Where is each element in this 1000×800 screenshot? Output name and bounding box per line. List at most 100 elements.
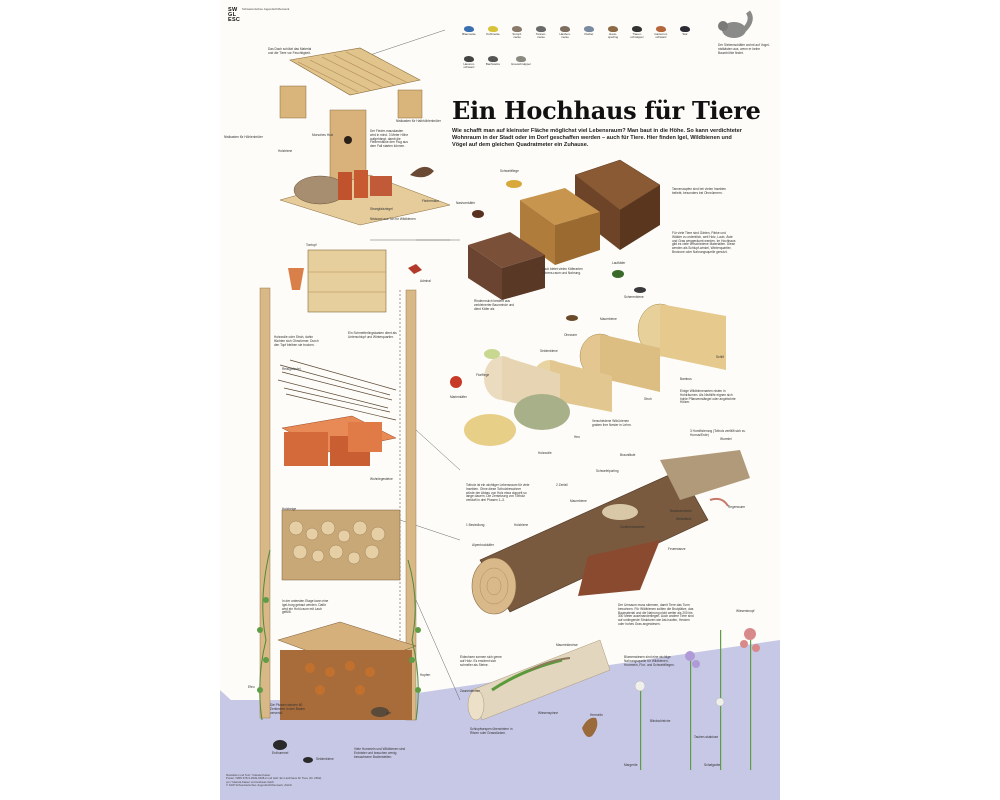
publisher-name: Schweizerisches Jugendschriftenwerk — [242, 7, 290, 11]
label-zunderschwamm: Zunderschwamm — [620, 525, 645, 529]
bird-label: Grauschnäpper — [511, 62, 531, 66]
label-erdhummel: Erdhummel — [272, 751, 289, 755]
bird-label: Tannen- meise — [535, 32, 547, 40]
label-efeu: Efeu — [248, 685, 255, 689]
label-weissfaeule: Weissfäule — [676, 517, 692, 521]
label-tontopf: Tontopf — [306, 243, 317, 247]
roof — [279, 47, 423, 119]
label-seidenbiene: Seidenbiene — [316, 757, 334, 761]
label-laub-note: Laub bietet vielen Käferarten Lebens-rau… — [542, 267, 583, 275]
label-schafgarbe: Schafgarbe — [704, 763, 721, 767]
label-laufkaefer: Laufkäfer — [612, 261, 626, 265]
label-nistsand: Nistsand aus Ton für Wildbienen — [370, 217, 416, 221]
bird-icon — [488, 56, 498, 62]
nestbox-layer — [279, 109, 451, 226]
label-marienkaefer: Marienkäfer — [450, 395, 467, 399]
label-schlupfwespe-note: Schlupfwespen überwintern in Ritzen oder… — [470, 727, 513, 735]
bird-label: Sumpf- meise — [512, 32, 522, 40]
bird-label: Kohlmeise — [486, 32, 500, 36]
label-schilf: Schilf — [716, 355, 724, 359]
bird-item: Star — [670, 26, 700, 36]
bird-icon — [516, 56, 526, 62]
label-mauerbiene: Mauerbiene — [600, 317, 617, 321]
label-rindenmulch-note: Rindenmulch besteht aus zerkleinerter Ba… — [474, 299, 515, 311]
label-phase1: 1 Besiedlung — [466, 523, 485, 527]
label-morsches-holz: Morsches Holz — [312, 133, 334, 137]
label-hermelin: Hermelin — [590, 713, 603, 717]
label-seidenbiene2: Seidenbiene — [540, 349, 558, 353]
bird-icon — [632, 26, 642, 32]
label-fledermaus-note: Der Fleder-mauskasten wird in mind. 3 Me… — [370, 129, 409, 149]
label-mauerbiene2: Mauerbiene — [570, 499, 587, 503]
label-phase3: 3 Humifizierung (Totholz zerfällt sich z… — [690, 429, 746, 437]
label-heu: Heu — [574, 435, 580, 439]
bird-item: Hausrot- schwanz — [454, 56, 484, 70]
label-regenwurm: Regenwurm — [728, 505, 746, 509]
bird-label: Trauer- schnäpper — [630, 32, 644, 40]
label-admiral: Admiral — [420, 279, 431, 283]
bird-icon — [464, 26, 474, 32]
woodpile-layer — [281, 509, 401, 581]
bird-label: Hausrot- schwanz — [463, 62, 475, 70]
butterfly-box-layer — [288, 249, 422, 313]
page-subtitle: Wie schafft man auf kleinster Fläche mög… — [452, 128, 742, 149]
label-wiesenknopf: Wiesenknopf — [736, 609, 755, 613]
label-tannenzapfen-note: Tannenzapfen sind bei vielen Insekten be… — [672, 187, 727, 195]
bird-icon — [488, 26, 498, 32]
bird-item: Hauben- meise — [550, 26, 580, 40]
label-eidechsen-note: Eidechsen sonnen sich gerne auf Holz. Es… — [460, 655, 502, 667]
label-nacktschnecke: Nacktschnecke — [670, 509, 692, 513]
label-schwebfliege: Schwebfliege — [500, 169, 519, 173]
reisig-layer — [277, 359, 397, 421]
bird-item: Gartenrot- schwanz — [646, 26, 676, 40]
bird-item: Sumpf- meise — [502, 26, 532, 40]
label-roof: Das Dach schützt das Material und die Ti… — [268, 47, 312, 55]
label-igel: Igel — [386, 711, 392, 715]
label-holzbeige: Holzbeige — [282, 507, 297, 511]
label-holzbiene2: Holzbiene — [514, 523, 529, 527]
bird-icon — [512, 26, 522, 32]
label-wildbienen-note: Einige Wildbienenarten nisten in Hohlräu… — [680, 389, 736, 405]
label-wildbienen2-note: Verschiedene Wild-bienen graben ihre Nes… — [592, 419, 632, 427]
label-holzwolle-note: Holzwolle oder Stroh, dahin flüchten sic… — [274, 335, 319, 347]
bird-icon — [584, 26, 594, 32]
label-wohnlegesteine: Wohnlegesteine — [370, 477, 393, 481]
bird-item: Haus- sperling — [598, 26, 628, 40]
label-mauereidechse: Mauereidechse — [556, 643, 578, 647]
label-ohrwurm: Ohrwurm — [564, 333, 578, 337]
squirrel-illustration — [718, 10, 753, 38]
label-schwefelporling: Schwefelporling — [596, 469, 619, 473]
bird-icon — [656, 26, 666, 32]
hedgehog-house-layer — [277, 621, 417, 720]
label-holzbiene: Holzbiene — [278, 149, 293, 153]
bird-item: Tannen- meise — [526, 26, 556, 40]
bird-icon — [680, 26, 690, 32]
credits-footer: Illustration und Text: Yolanda Kaiser Po… — [226, 773, 322, 788]
bird-item: Trauer- schnäpper — [622, 26, 652, 40]
label-zauneidechse: Zauneidechse — [460, 689, 481, 693]
label-fledermaus: Fledermaus — [422, 199, 439, 203]
squirrel-note: Der Siebenschläfer wohnt auf Vogel-nistk… — [718, 43, 770, 55]
label-hopfen: Hopfen — [420, 673, 431, 677]
bird-icon — [608, 26, 618, 32]
bird-label: Blaumeise — [462, 32, 476, 36]
label-nistkasten-hoehle: Nistkasten für Höhlenbrüter — [224, 135, 263, 139]
label-strangfalzziegel: Strangfalzziegel — [370, 207, 393, 211]
label-scherenbiene: Scherenbiene — [624, 295, 644, 299]
bird-item: Grauschnäpper — [506, 56, 536, 66]
bird-label: Star — [682, 32, 688, 36]
bird-item: Bachstelze — [478, 56, 508, 66]
label-feuerwanze: Feuerwanze — [668, 547, 686, 551]
poster: SW GL ESC Schweizerisches Jugendschrifte… — [220, 0, 780, 800]
brick-layer — [281, 415, 397, 466]
label-bambus: Bambus — [680, 377, 692, 381]
label-pfosten-note: Die Pfosten werden 60 Zentimeter in den … — [270, 703, 305, 715]
bird-icon — [560, 26, 570, 32]
label-stroh: Stroh — [644, 397, 652, 401]
page-title: Ein Hochhaus für Tiere — [452, 96, 761, 125]
label-umsaum-note: Der Umsaum muss stimmen, damit Tiere das… — [618, 603, 694, 626]
label-taubenskabiose: Tauben-skabiose — [694, 735, 719, 739]
label-margerite: Margerite — [624, 763, 638, 767]
label-florfliege: Florfliege — [476, 373, 490, 377]
bird-label: Kleiber — [584, 32, 594, 36]
